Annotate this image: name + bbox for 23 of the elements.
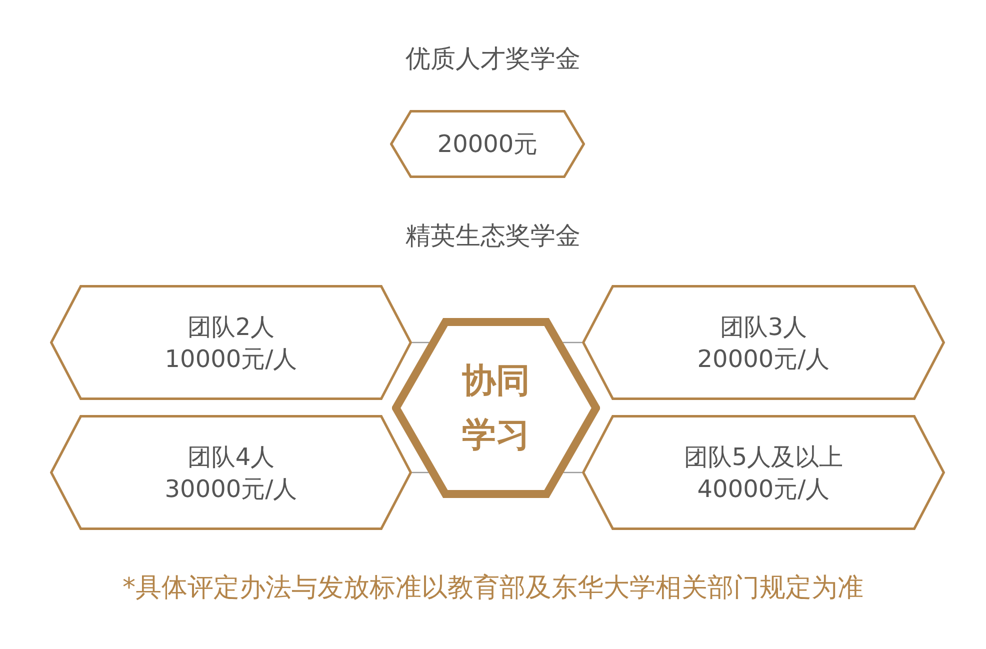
node-text: 40000元/人	[697, 474, 830, 504]
hexagon-center-node	[392, 318, 600, 498]
footnote: *具体评定办法与发放标准以教育部及东华大学相关部门规定为准	[122, 572, 864, 605]
node-text: 30000元/人	[164, 474, 298, 504]
node-text: 团队2人	[187, 312, 275, 342]
hexagon-box	[50, 415, 412, 530]
connector-line	[562, 342, 582, 344]
hexagon-box	[582, 285, 945, 400]
node-text: 10000元/人	[164, 344, 298, 374]
hexagon-box	[50, 285, 412, 400]
connector-line	[412, 342, 430, 344]
hexagon-box	[390, 110, 585, 178]
section-heading: 精英生态奖学金	[406, 220, 580, 252]
connector-line	[412, 472, 429, 474]
node-text: 20000元	[437, 129, 538, 160]
node-text: 20000元/人	[697, 344, 830, 374]
connector-line	[563, 472, 582, 474]
node-text: 团队4人	[187, 442, 275, 472]
node-text: 团队5人及以上	[684, 442, 844, 472]
section-heading: 优质人才奖学金	[406, 43, 580, 75]
node-text: 协同学习	[460, 360, 531, 457]
hexagon-box	[582, 415, 945, 530]
node-text: 团队3人	[720, 312, 808, 342]
